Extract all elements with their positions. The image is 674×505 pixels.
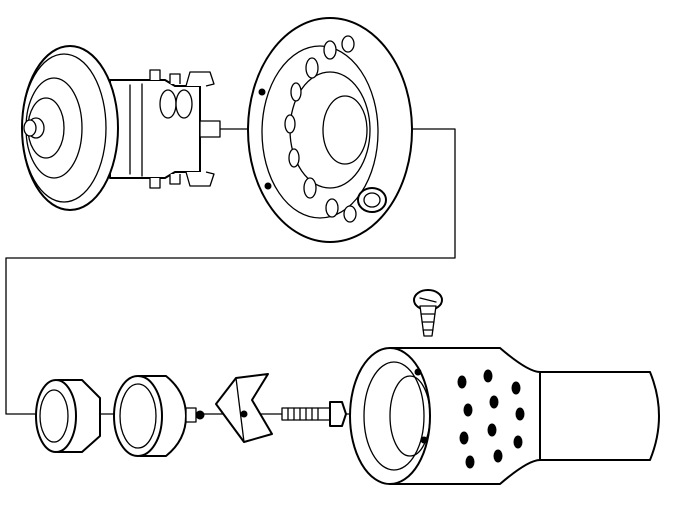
bearing-cap bbox=[113, 375, 205, 457]
assembly-connector-upper bbox=[5, 128, 456, 415]
perforated-cylinder-housing bbox=[349, 347, 660, 485]
perforated-ring-housing bbox=[247, 17, 413, 243]
threaded-bolt bbox=[281, 401, 347, 427]
bearing-cup bbox=[35, 379, 101, 453]
screw bbox=[413, 289, 443, 337]
rotor-assembly bbox=[21, 45, 221, 211]
spring-clip bbox=[215, 373, 273, 443]
